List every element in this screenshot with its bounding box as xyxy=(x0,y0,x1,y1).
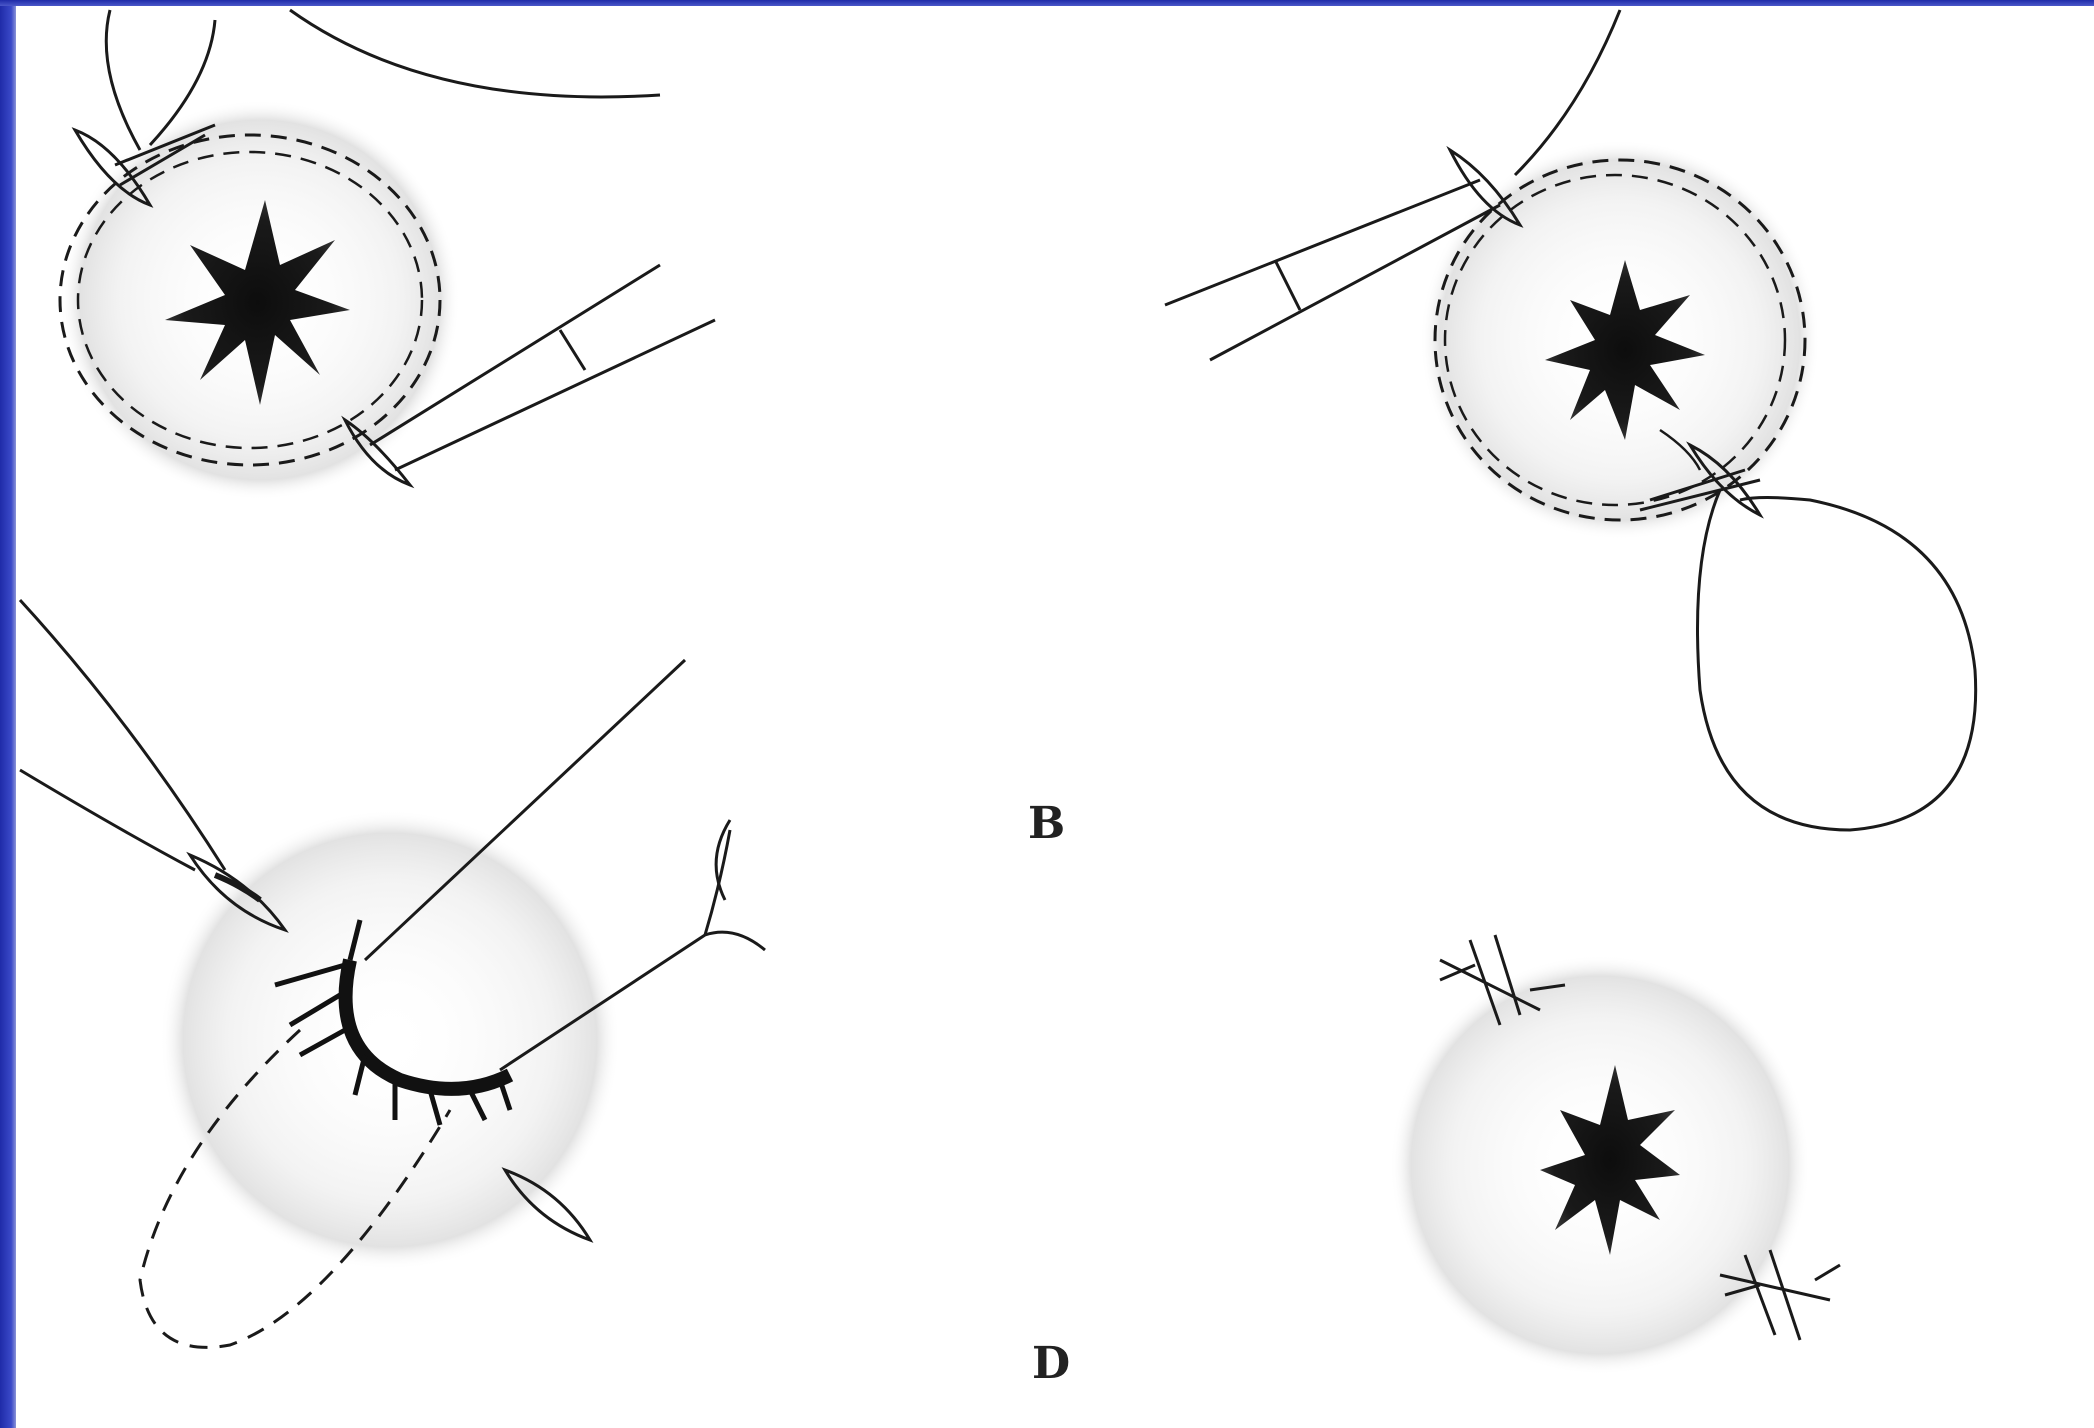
panel-a-thread-3 xyxy=(290,10,660,97)
panel-b-suture-loop xyxy=(1698,490,1976,830)
panel-d xyxy=(1390,935,1840,1375)
panel-a xyxy=(60,10,715,500)
panel-c xyxy=(20,600,765,1347)
label-b: B xyxy=(1028,798,1065,849)
panel-b xyxy=(1165,10,1976,830)
panel-a-thread-1 xyxy=(106,10,140,150)
label-d: D xyxy=(1032,1338,1070,1389)
